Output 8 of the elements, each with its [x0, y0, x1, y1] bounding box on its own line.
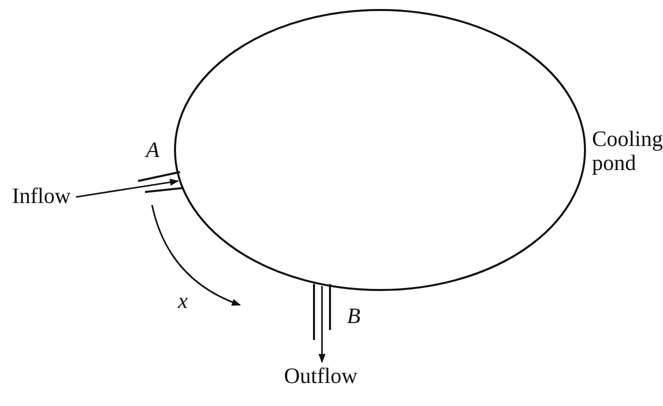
pond-label: Cooling pond: [592, 127, 662, 175]
point-label: A: [146, 138, 160, 162]
arrow: [318, 286, 326, 363]
point-label: B: [347, 304, 360, 328]
outflow-label: Outflow: [284, 364, 358, 388]
inflow-label: Inflow: [12, 184, 71, 208]
arrow: [76, 178, 179, 198]
point-label: x: [178, 289, 188, 313]
